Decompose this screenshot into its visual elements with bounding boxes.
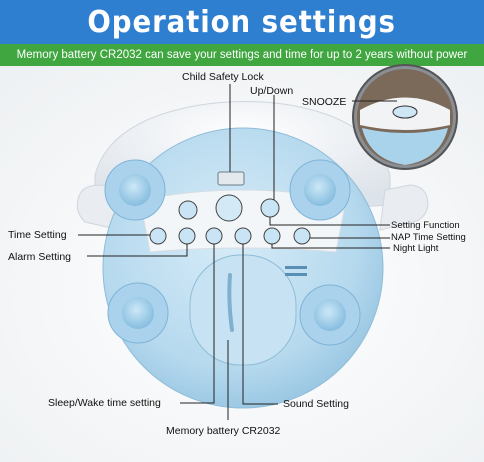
sound-setting-button[interactable] [234, 227, 252, 245]
subtitle-bar: Memory battery CR2032 can save your sett… [0, 44, 484, 66]
label-setting-function: Setting Function [391, 220, 460, 231]
up-button[interactable] [260, 198, 280, 218]
label-snooze: SNOOZE [302, 96, 347, 108]
snooze-inset [352, 64, 458, 170]
label-memory-battery: Memory battery CR2032 [166, 425, 281, 437]
time-setting-button[interactable] [149, 227, 167, 245]
child-lock-switch[interactable] [217, 171, 245, 186]
label-sleep-wake: Sleep/Wake time setting [48, 397, 161, 409]
night-light-button[interactable] [263, 227, 281, 245]
device-feet [104, 159, 361, 346]
label-time-setting: Time Setting [8, 229, 67, 241]
label-alarm-setting: Alarm Setting [8, 251, 72, 263]
sleep-wake-button[interactable] [205, 227, 223, 245]
nap-time-button[interactable] [293, 227, 311, 245]
title-banner: Operation settings [0, 0, 484, 44]
alarm-setting-button[interactable] [178, 227, 196, 245]
label-night-light: Night Light [393, 243, 439, 254]
leader-lines [78, 84, 397, 420]
down-button[interactable] [178, 200, 198, 220]
subtitle-text: Memory battery CR2032 can save your sett… [16, 49, 468, 61]
label-up-down: Up/Down [250, 85, 294, 97]
page-title: Operation settings [87, 4, 397, 40]
label-nap-time-setting: NAP Time Setting [391, 232, 466, 243]
label-child-safety-lock: Child Safety Lock [182, 71, 264, 83]
label-sound-setting: Sound Setting [283, 398, 349, 410]
snooze-button[interactable] [215, 194, 243, 222]
